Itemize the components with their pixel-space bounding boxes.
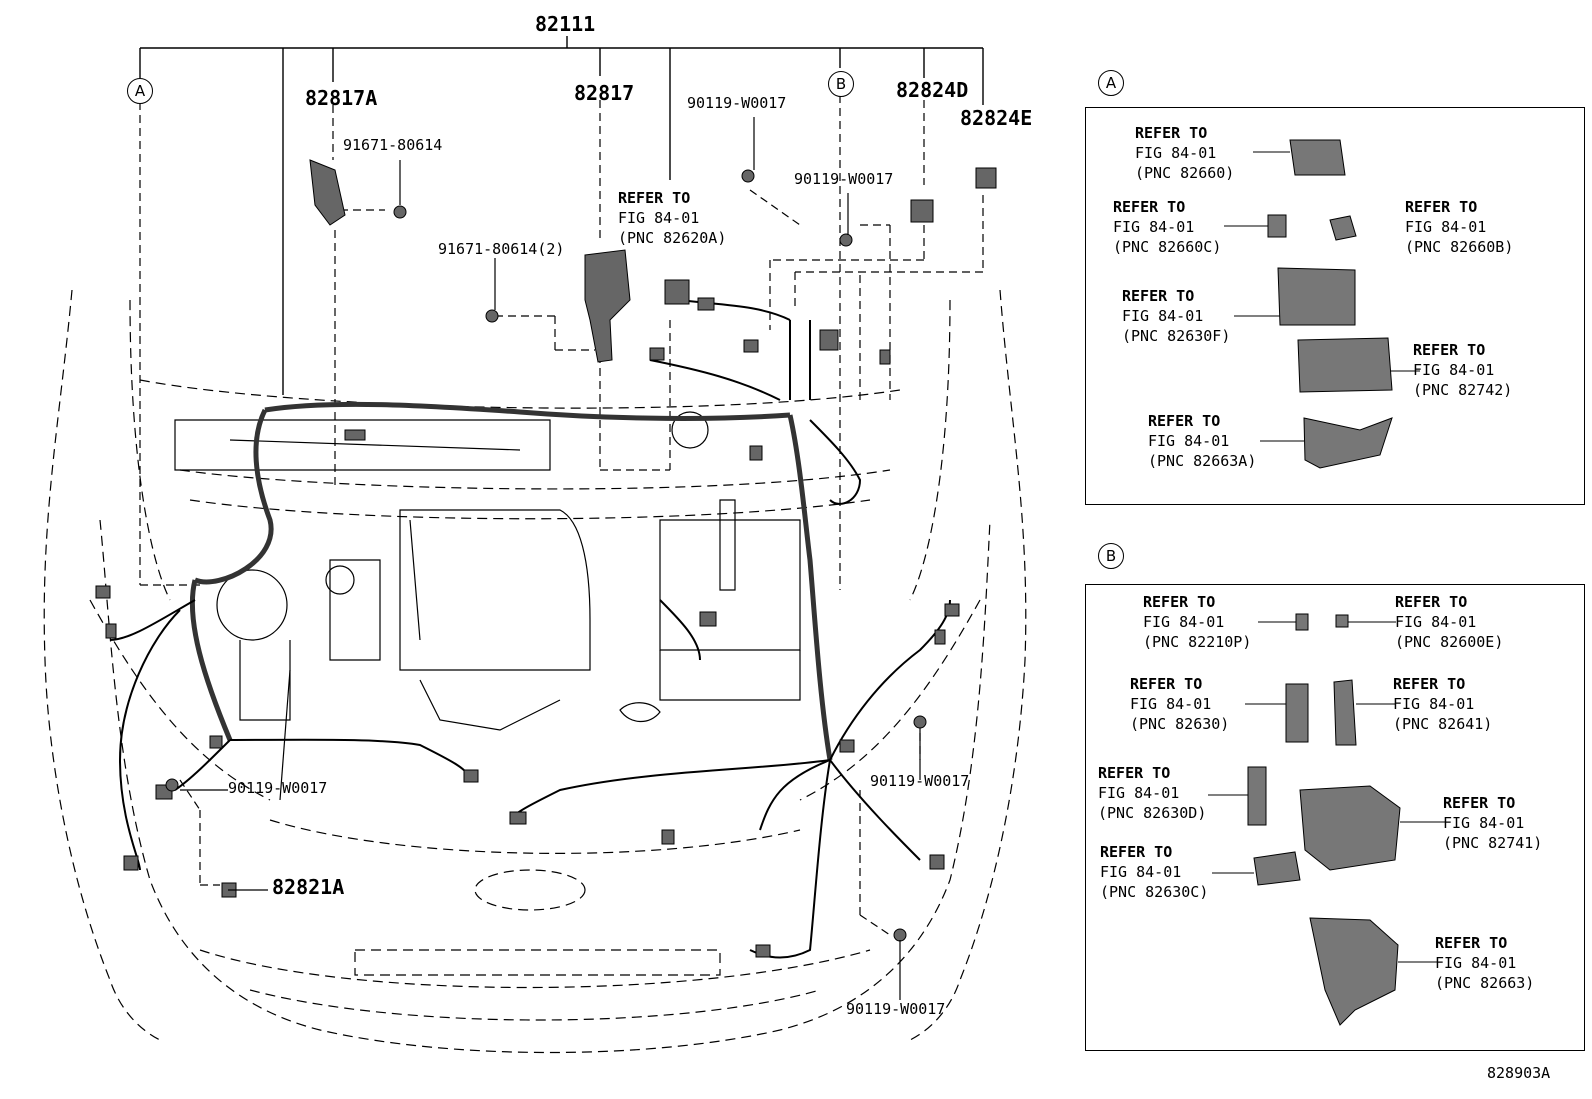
ref-line-2: FIG 84-01 [1148, 432, 1230, 450]
ref-line-1: REFER TO [1395, 593, 1468, 611]
ref-line-3: (PNC 82630) [1130, 715, 1230, 733]
ref-line-3: (PNC 82660C) [1113, 238, 1222, 256]
box-b-ref-8: REFER TO FIG 84-01 (PNC 82663) [1435, 933, 1534, 993]
main-harness [189, 401, 833, 761]
part-82821A-label: 82821A [272, 875, 345, 899]
callout-a-marker: A [127, 78, 153, 104]
ref-line-2: FIG 84-01 [1122, 307, 1204, 325]
ref-line-2: FIG 84-01 [1098, 784, 1180, 802]
ref-line-2: FIG 84-01 [1413, 361, 1495, 379]
bolt-90119-W0017-top-label: 90119-W0017 [687, 94, 787, 112]
box-a-ref-2: REFER TO FIG 84-01 (PNC 82660C) [1113, 197, 1221, 257]
part-82817A-label: 82817A [305, 86, 378, 110]
assembly-bracket [139, 36, 984, 395]
inset-box-b [1085, 584, 1585, 1051]
ref-line-2: FIG 84-01 [1435, 954, 1517, 972]
ref-line-3: (PNC 82210P) [1143, 633, 1252, 651]
bolt-90119-W0017-bottom-label: 90119-W0017 [846, 1000, 946, 1018]
ref-line-2: FIG 84-01 [1130, 695, 1212, 713]
box-b-ref-4: REFER TO FIG 84-01 (PNC 82641) [1393, 674, 1492, 734]
refer-line-2: FIG 84-01 [618, 209, 700, 227]
box-b-ref-5: REFER TO FIG 84-01 (PNC 82630D) [1098, 763, 1206, 823]
bolt-90119-W0017-top2-label: 90119-W0017 [794, 170, 894, 188]
ref-line-2: FIG 84-01 [1443, 814, 1525, 832]
ref-line-3: (PNC 82660) [1135, 164, 1235, 182]
ref-line-1: REFER TO [1435, 934, 1508, 952]
box-b-ref-3: REFER TO FIG 84-01 (PNC 82630) [1130, 674, 1229, 734]
ref-line-2: FIG 84-01 [1393, 695, 1475, 713]
engine-components [174, 411, 801, 731]
box-b-ref-7: REFER TO FIG 84-01 (PNC 82630C) [1100, 842, 1208, 902]
ref-line-3: (PNC 82641) [1393, 715, 1493, 733]
ref-line-3: (PNC 82741) [1443, 834, 1543, 852]
ref-line-3: (PNC 82600E) [1395, 633, 1504, 651]
box-a-parts [1224, 139, 1420, 469]
ref-line-1: REFER TO [1135, 124, 1208, 142]
ref-line-2: FIG 84-01 [1135, 144, 1217, 162]
leader-lines [139, 95, 984, 936]
ref-line-2: FIG 84-01 [1100, 863, 1182, 881]
ref-line-1: REFER TO [1122, 287, 1195, 305]
ref-line-1: REFER TO [1405, 198, 1478, 216]
box-a-ref-5: REFER TO FIG 84-01 (PNC 82742) [1413, 340, 1512, 400]
label-leaders [180, 117, 921, 1000]
part-82824D-label: 82824D [896, 78, 969, 102]
box-a-ref-1: REFER TO FIG 84-01 (PNC 82660) [1135, 123, 1234, 183]
box-a-ref-4: REFER TO FIG 84-01 (PNC 82630F) [1122, 286, 1230, 346]
box-b-ref-6: REFER TO FIG 84-01 (PNC 82741) [1443, 793, 1542, 853]
ref-line-3: (PNC 82630D) [1098, 804, 1207, 822]
ref-line-2: FIG 84-01 [1113, 218, 1195, 236]
box-b-marker: B [1098, 543, 1124, 569]
ref-line-1: REFER TO [1413, 341, 1486, 359]
ref-line-2: FIG 84-01 [1395, 613, 1477, 631]
refer-line-1: REFER TO [618, 189, 691, 207]
ref-line-1: REFER TO [1148, 412, 1221, 430]
box-a-ref-6: REFER TO FIG 84-01 (PNC 82663A) [1148, 411, 1256, 471]
ref-line-1: REFER TO [1113, 198, 1186, 216]
box-a-ref-3: REFER TO FIG 84-01 (PNC 82660B) [1405, 197, 1513, 257]
box-b-ref-2: REFER TO FIG 84-01 (PNC 82600E) [1395, 592, 1503, 652]
box-b-ref-1: REFER TO FIG 84-01 (PNC 82210P) [1143, 592, 1251, 652]
figure-id: 828903A [1487, 1064, 1551, 1082]
callout-b-marker: B [828, 71, 854, 97]
box-a-marker: A [1098, 70, 1124, 96]
ref-line-3: (PNC 82630F) [1122, 327, 1231, 345]
assembly-part-number: 82111 [535, 12, 596, 36]
connectors [95, 159, 997, 958]
ref-line-1: REFER TO [1130, 675, 1203, 693]
ref-line-3: (PNC 82660B) [1405, 238, 1514, 256]
ref-line-2: FIG 84-01 [1405, 218, 1487, 236]
refer-line-3: (PNC 82620A) [618, 229, 727, 247]
main-refer-note: REFER TO FIG 84-01 (PNC 82620A) [618, 188, 726, 248]
ref-line-3: (PNC 82663) [1435, 974, 1535, 992]
bolt-91671-80614-2-label: 91671-80614(2) [438, 240, 565, 258]
ref-line-3: (PNC 82663A) [1148, 452, 1257, 470]
bolt-91671-80614-label: 91671-80614 [343, 136, 443, 154]
ref-line-1: REFER TO [1443, 794, 1516, 812]
bolt-90119-W0017-left-label: 90119-W0017 [228, 779, 328, 797]
ref-line-3: (PNC 82742) [1413, 381, 1513, 399]
bolt-90119-W0017-right-label: 90119-W0017 [870, 772, 970, 790]
ref-line-1: REFER TO [1100, 843, 1173, 861]
ref-line-1: REFER TO [1393, 675, 1466, 693]
part-82817-label: 82817 [574, 81, 635, 105]
ref-line-1: REFER TO [1143, 593, 1216, 611]
ref-line-3: (PNC 82630C) [1100, 883, 1209, 901]
ref-line-2: FIG 84-01 [1143, 613, 1225, 631]
box-b-parts [1208, 613, 1450, 1026]
car-body-outline [43, 289, 1027, 1054]
branch-wires [109, 299, 951, 959]
part-82824E-label: 82824E [960, 106, 1033, 130]
ref-line-1: REFER TO [1098, 764, 1171, 782]
inset-box-a [1085, 107, 1585, 505]
